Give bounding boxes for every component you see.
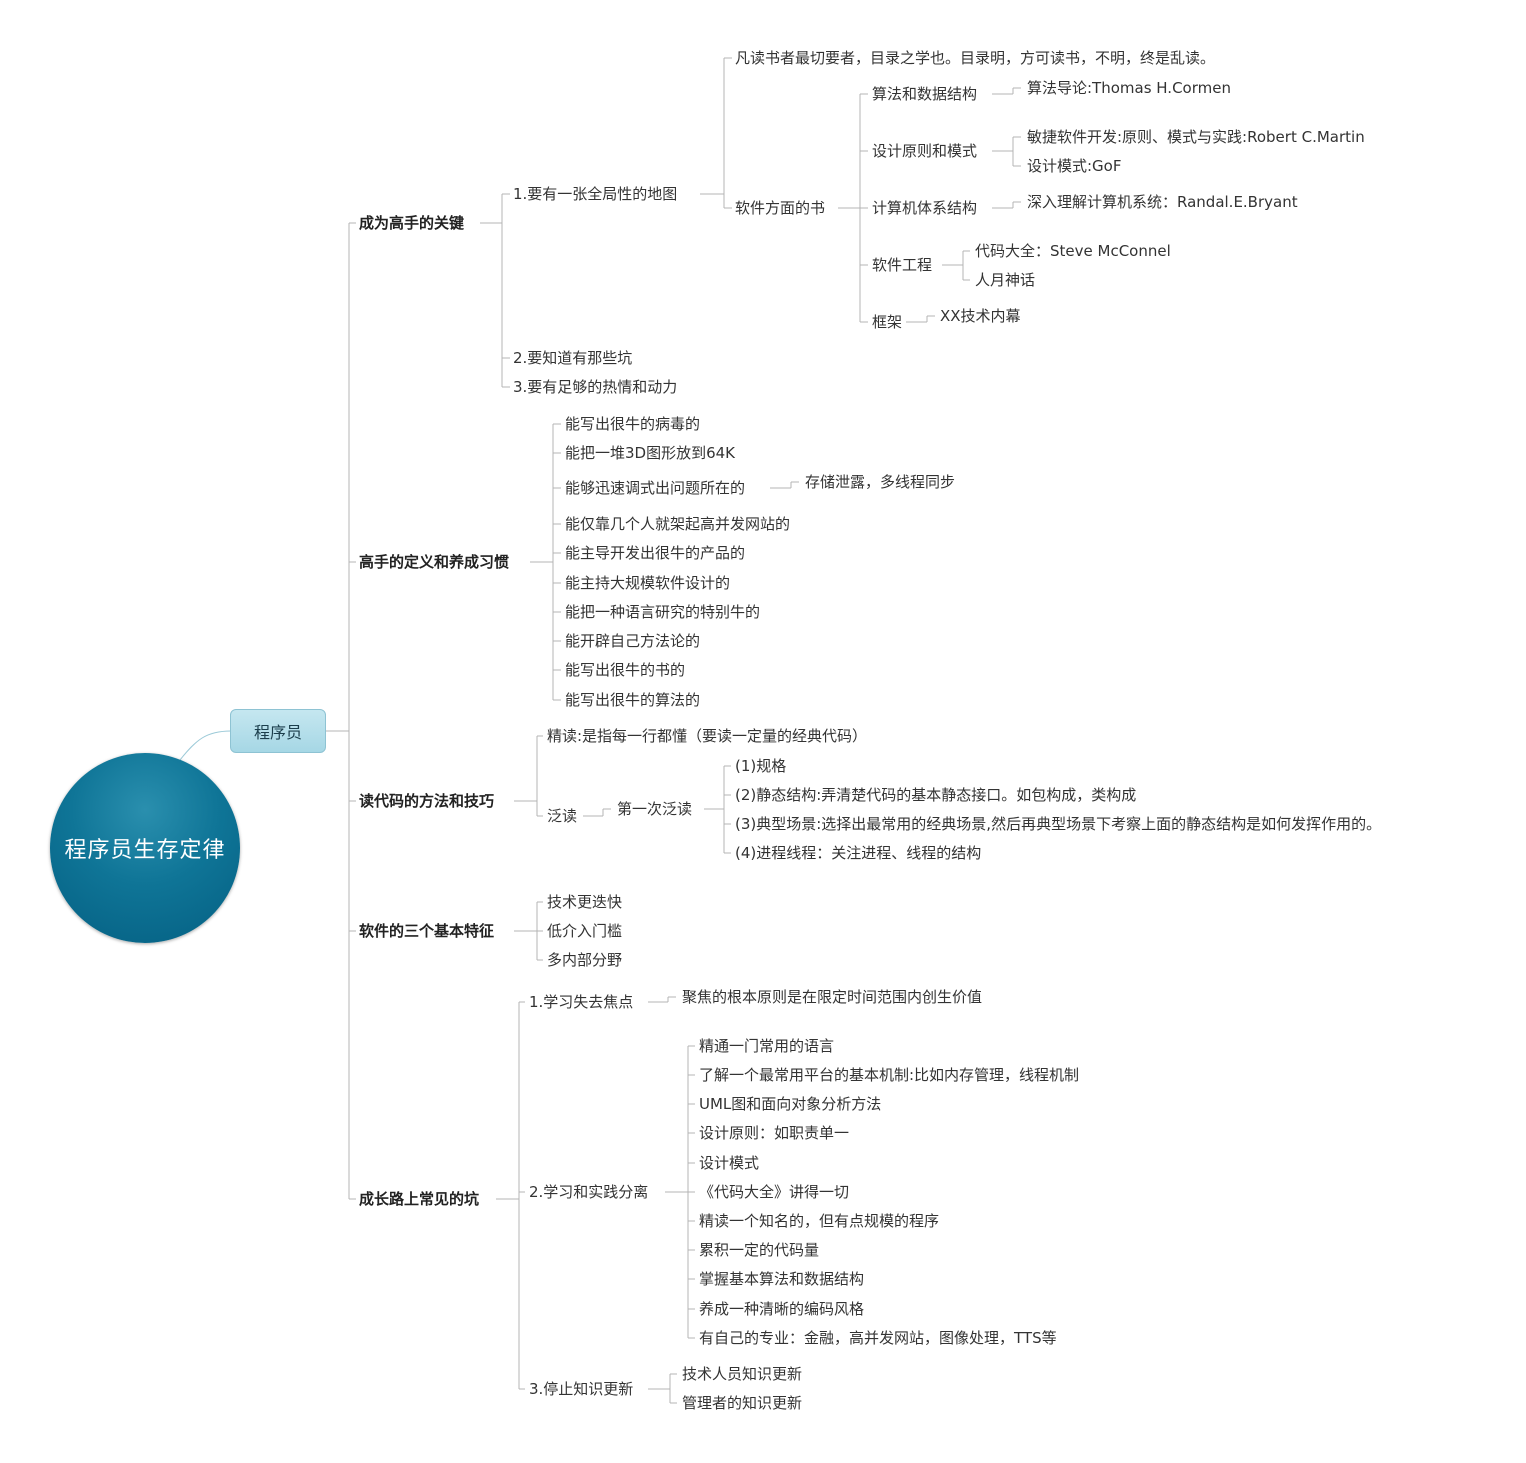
node-design-patterns[interactable]: 设计原则和模式 <box>872 142 978 160</box>
node-passion[interactable]: 3.要有足够的热情和动力 <box>513 378 678 396</box>
node-spec[interactable]: (1)规格 <box>735 757 787 775</box>
node-framework[interactable]: 框架 <box>872 313 903 331</box>
node-low-barrier[interactable]: 低介入门槛 <box>547 922 623 940</box>
branch-growth-pitfalls[interactable]: 成长路上常见的坑 <box>359 1190 480 1208</box>
node-know-pitfalls[interactable]: 2.要知道有那些坑 <box>513 349 633 367</box>
node-large-design[interactable]: 能主持大规模软件设计的 <box>565 574 731 592</box>
link-software-traits <box>514 901 543 961</box>
node-lead-product[interactable]: 能主导开发出很牛的产品的 <box>565 544 746 562</box>
node-static-structure[interactable]: (2)静态结构:弄清楚代码的基本静态接口。如包构成，类构成 <box>735 786 1137 804</box>
link-reading-code <box>514 735 543 817</box>
node-read-program[interactable]: 精读一个知名的，但有点规模的程序 <box>699 1212 940 1230</box>
node-intensive-reading[interactable]: 精读:是指每一行都懂（要读一定量的经典代码） <box>547 727 868 745</box>
node-memory-leak[interactable]: 存储泄露，多线程同步 <box>805 473 956 491</box>
link-first-pass <box>704 765 731 854</box>
link-stop-updating <box>648 1373 677 1404</box>
hub-node[interactable]: 程序员 <box>230 709 326 753</box>
link-root-hub <box>179 730 232 761</box>
node-tech-update[interactable]: 技术人员知识更新 <box>682 1365 803 1383</box>
link-architecture <box>992 201 1021 209</box>
node-write-book[interactable]: 能写出很牛的书的 <box>565 661 686 679</box>
node-specialty[interactable]: 有自己的专业：金融，高并发网站，图像处理，TTS等 <box>699 1329 1057 1347</box>
node-code-volume[interactable]: 累积一定的代码量 <box>699 1241 820 1259</box>
link-design-patterns <box>992 136 1021 167</box>
node-catalog-quote[interactable]: 凡读书者最切要者，目录之学也。目录明，方可读书，不明，终是乱读。 <box>735 49 1216 67</box>
node-algorithms[interactable]: 算法和数据结构 <box>872 85 978 103</box>
node-fast-iteration[interactable]: 技术更迭快 <box>547 893 623 911</box>
node-uml[interactable]: UML图和面向对象分析方法 <box>699 1095 882 1113</box>
node-manager-update[interactable]: 管理者的知识更新 <box>682 1394 803 1412</box>
root-label: 程序员生存定律 <box>64 838 226 863</box>
root-node[interactable]: 程序员生存定律 <box>50 753 240 943</box>
node-book-gof[interactable]: 设计模式:GoF <box>1027 157 1122 175</box>
link-lose-focus <box>648 996 676 1003</box>
node-design-pattern[interactable]: 设计模式 <box>699 1154 760 1172</box>
branch-software-traits[interactable]: 软件的三个基本特征 <box>359 922 495 940</box>
branch-master-definition[interactable]: 高手的定义和养成习惯 <box>359 553 510 571</box>
node-platform-mechanism[interactable]: 了解一个最常用平台的基本机制:比如内存管理，线程机制 <box>699 1066 1080 1084</box>
link-framework <box>906 315 935 323</box>
node-book-clrs[interactable]: 算法导论:Thomas H.Cormen <box>1027 79 1231 97</box>
node-book-xx-internals[interactable]: XX技术内幕 <box>940 307 1021 325</box>
link-key-to-mastery <box>480 193 510 388</box>
node-methodology[interactable]: 能开辟自己方法论的 <box>565 632 701 650</box>
link-extensive-reading <box>583 808 611 817</box>
node-book-mythical-man-month[interactable]: 人月神话 <box>975 271 1036 289</box>
link-algorithms <box>992 87 1021 95</box>
node-book-csapp[interactable]: 深入理解计算机系统：Randal.E.Bryant <box>1027 193 1298 211</box>
node-design-principles[interactable]: 设计原则：如职责单一 <box>699 1124 850 1142</box>
node-global-map[interactable]: 1.要有一张全局性的地图 <box>513 185 678 203</box>
node-coding-style[interactable]: 养成一种清晰的编码风格 <box>699 1300 865 1318</box>
node-lose-focus[interactable]: 1.学习失去焦点 <box>529 993 634 1011</box>
node-master-language[interactable]: 精通一门常用的语言 <box>699 1037 835 1055</box>
node-divisions[interactable]: 多内部分野 <box>547 951 623 969</box>
node-high-concurrency[interactable]: 能仅靠几个人就架起高并发网站的 <box>565 515 791 533</box>
node-debugging[interactable]: 能够迅速调式出问题所在的 <box>565 479 746 497</box>
hub-label: 程序员 <box>253 723 302 742</box>
node-3d-64k[interactable]: 能把一堆3D图形放到64K <box>565 444 736 462</box>
link-growth-pitfalls <box>496 1001 525 1390</box>
node-virus[interactable]: 能写出很牛的病毒的 <box>565 415 701 433</box>
node-software-books[interactable]: 软件方面的书 <box>735 199 826 217</box>
node-typical-scenario[interactable]: (3)典型场景:选择出最常用的经典场景,然后再典型场景下考察上面的静态结构是如何… <box>735 815 1382 833</box>
node-software-engineering[interactable]: 软件工程 <box>872 256 933 274</box>
node-focus-principle[interactable]: 聚焦的根本原则是在限定时间范围内创生价值 <box>682 988 983 1006</box>
node-book-agile[interactable]: 敏捷软件开发:原则、模式与实践:Robert C.Martin <box>1027 128 1365 146</box>
node-theory-practice[interactable]: 2.学习和实践分离 <box>529 1183 649 1201</box>
branch-reading-code[interactable]: 读代码的方法和技巧 <box>359 792 495 810</box>
node-stop-updating[interactable]: 3.停止知识更新 <box>529 1380 634 1398</box>
node-write-algorithm[interactable]: 能写出很牛的算法的 <box>565 691 701 709</box>
node-code-complete-all[interactable]: 《代码大全》讲得一切 <box>699 1183 850 1201</box>
node-first-pass[interactable]: 第一次泛读 <box>617 800 693 818</box>
node-basic-algorithms[interactable]: 掌握基本算法和数据结构 <box>699 1270 865 1288</box>
link-software-engineering <box>942 250 970 281</box>
node-language-expert[interactable]: 能把一种语言研究的特别牛的 <box>565 603 761 621</box>
node-process-thread[interactable]: (4)进程线程：关注进程、线程的结构 <box>735 844 982 862</box>
link-software-books <box>838 93 868 323</box>
link-debugging <box>770 481 799 489</box>
link-hub-branches <box>326 222 356 1200</box>
branch-key-to-mastery[interactable]: 成为高手的关键 <box>359 214 465 232</box>
node-architecture[interactable]: 计算机体系结构 <box>872 199 978 217</box>
link-master-definition <box>530 423 561 701</box>
node-book-code-complete[interactable]: 代码大全：Steve McConnel <box>975 242 1171 260</box>
node-extensive-reading[interactable]: 泛读 <box>547 807 578 825</box>
link-theory-practice <box>665 1045 695 1339</box>
link-global-map <box>700 57 732 209</box>
